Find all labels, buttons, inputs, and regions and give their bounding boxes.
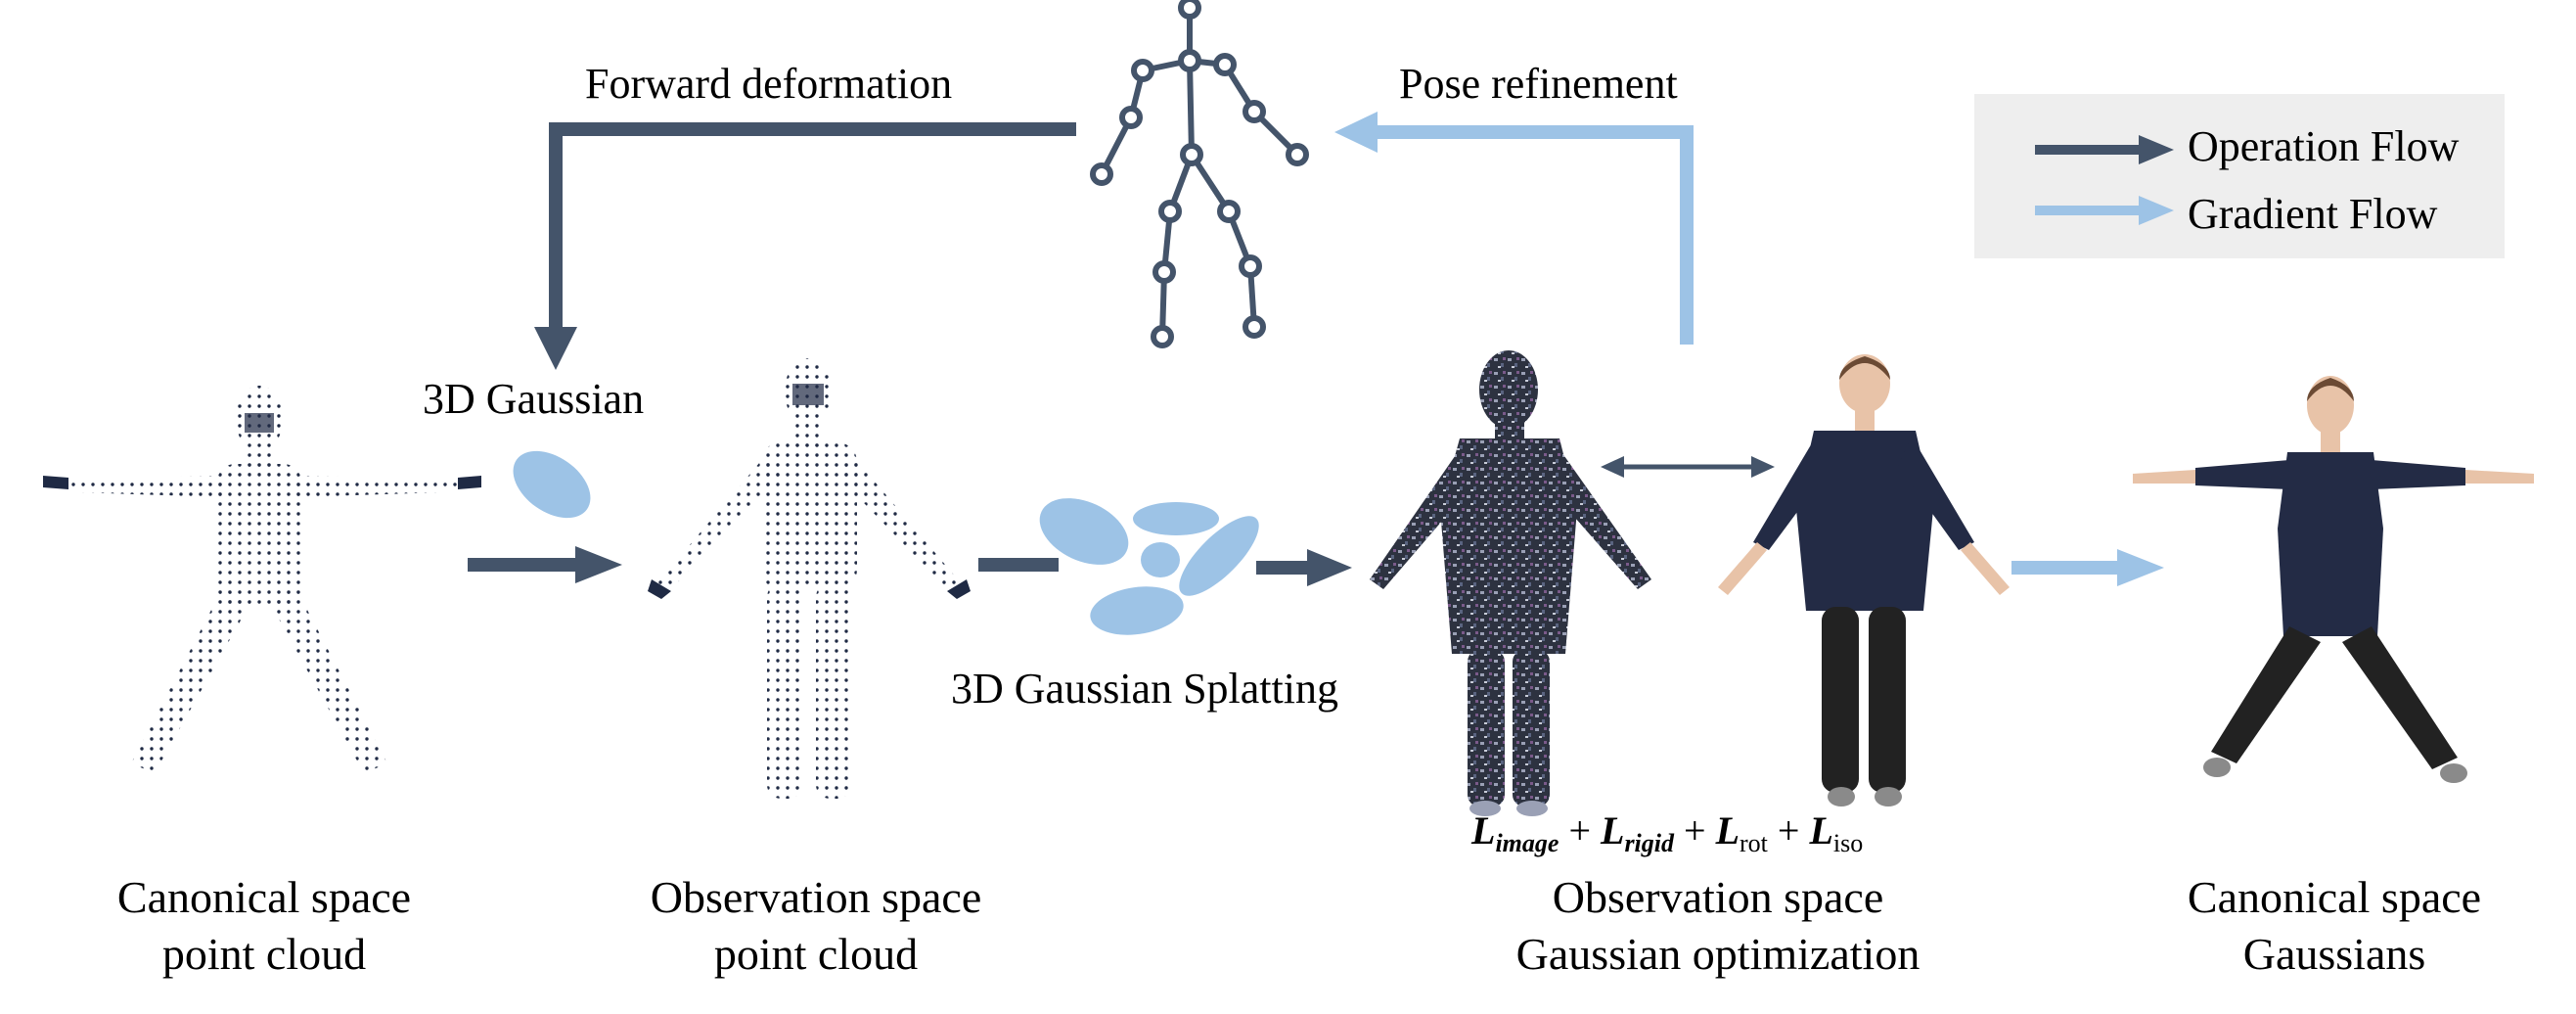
forward-deformation-arrowhead-icon [534,327,577,370]
noisy-gaussian-render-figure [1370,350,1651,816]
splatting-flow [978,498,1352,635]
gaussian-ellipse-icon [1141,542,1180,577]
3d-gaussian-ellipse-icon [513,450,591,519]
operation-arrowhead-2-icon [1307,549,1352,586]
forward-deformation-arrow [534,122,1076,370]
gaussian-ellipse-icon [1133,502,1219,535]
gaussian-ellipse-icon [1179,516,1259,596]
loss-image-subscript: image [1495,829,1559,857]
caption-observation-optimization-line1: Observation space [1553,872,1884,922]
loss-plus-3: + [1768,808,1810,853]
loss-rigid-subscript: rigid [1624,829,1675,857]
loss-formula: Limage + Lrigid + Lrot + Liso [1470,808,1863,857]
loss-plus-2: + [1674,808,1716,853]
pose-refinement-arrowhead-icon [1334,112,1378,153]
caption-observation-point-cloud-line2: point cloud [714,929,918,979]
caption-canonical-point-cloud-line1: Canonical space [117,872,411,922]
gaussian-ellipse-icon [1039,498,1129,565]
loss-iso-subscript: iso [1833,829,1863,857]
loss-rot-subscript: rot [1740,829,1769,857]
comparison-double-arrow [1601,456,1775,478]
loss-rigid-symbol: L [1600,808,1624,853]
caption-observation-optimization-line2: Gaussian optimization [1516,929,1921,979]
pose-refinement-label: Pose refinement [1399,60,1678,108]
caption-canonical-gaussians-line2: Gaussians [2243,929,2426,979]
legend-operation-arrowhead-icon [2139,135,2174,164]
operation-arrowhead-1-icon [575,546,622,583]
ground-truth-person-figure [1718,354,2010,807]
legend: Operation Flow Gradient Flow [1974,94,2505,258]
skeleton-icon [1090,0,1309,348]
pose-refinement-arrow [1334,112,1694,345]
loss-plus-1: + [1559,808,1601,853]
gradient-arrow-output [2011,549,2164,586]
legend-operation-label: Operation Flow [2188,122,2460,170]
legend-gradient-arrowhead-icon [2139,196,2174,225]
loss-rot-symbol: L [1715,808,1740,853]
gaussian-ellipse-icon [1090,586,1184,635]
canonical-point-cloud-figure [43,386,481,773]
observation-point-cloud-figure [648,358,971,799]
3d-gaussian-splatting-label: 3D Gaussian Splatting [951,665,1338,713]
3d-gaussian-label: 3D Gaussian [423,375,644,423]
caption-canonical-point-cloud-line2: point cloud [162,929,366,979]
loss-image-symbol: L [1470,808,1495,853]
caption-observation-point-cloud-line1: Observation space [651,872,982,922]
gradient-arrowhead-output-icon [2117,549,2164,586]
legend-box [1974,94,2505,258]
legend-gradient-label: Gradient Flow [2188,190,2438,238]
canonical-gaussians-figure [2133,376,2534,783]
operation-arrow-1 [468,546,622,583]
caption-canonical-gaussians-line1: Canonical space [2188,872,2481,922]
loss-iso-symbol: L [1808,808,1832,853]
forward-deformation-label: Forward deformation [585,60,952,108]
